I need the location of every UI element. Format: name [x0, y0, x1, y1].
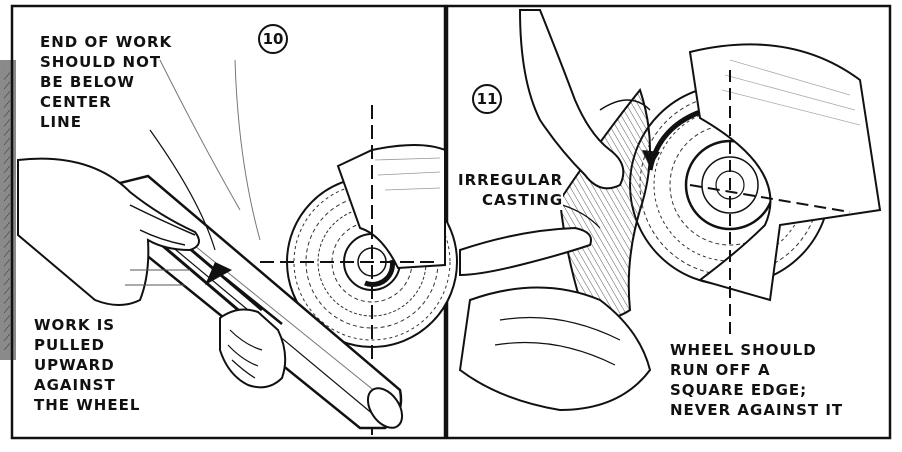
- callout-line: THE WHEEL: [34, 395, 140, 415]
- callout-line: SQUARE EDGE;: [670, 380, 843, 400]
- callout-line: PULLED: [34, 335, 140, 355]
- panel-10-left-hand: [18, 159, 199, 305]
- callout-line: AGAINST: [34, 375, 140, 395]
- callout-line: SHOULD NOT: [40, 52, 172, 72]
- callout-line: LINE: [40, 112, 172, 132]
- panel-11-callout-bottom: WHEEL SHOULD RUN OFF A SQUARE EDGE; NEVE…: [668, 340, 845, 420]
- panel-11-callout-casting: IRREGULAR CASTING: [458, 170, 563, 210]
- callout-line: IRREGULAR: [458, 170, 563, 190]
- callout-line: RUN OFF A: [670, 360, 843, 380]
- callout-line: WORK IS: [34, 315, 140, 335]
- callout-line: BE BELOW: [40, 72, 172, 92]
- callout-line: NEVER AGAINST IT: [670, 400, 843, 420]
- panel-10-callout-top: END OF WORK SHOULD NOT BE BELOW CENTER L…: [40, 32, 172, 132]
- callout-line: CENTER: [40, 92, 172, 112]
- callout-line: UPWARD: [34, 355, 140, 375]
- panel-10-number: 10: [258, 24, 288, 54]
- page-edge-texture: [0, 60, 16, 360]
- callout-line: CASTING: [458, 190, 563, 210]
- panel-11-number: 11: [472, 84, 502, 114]
- callout-line: WHEEL SHOULD: [670, 340, 843, 360]
- panel-10-callout-bottom: WORK IS PULLED UPWARD AGAINST THE WHEEL: [34, 315, 140, 415]
- callout-line: END OF WORK: [40, 32, 172, 52]
